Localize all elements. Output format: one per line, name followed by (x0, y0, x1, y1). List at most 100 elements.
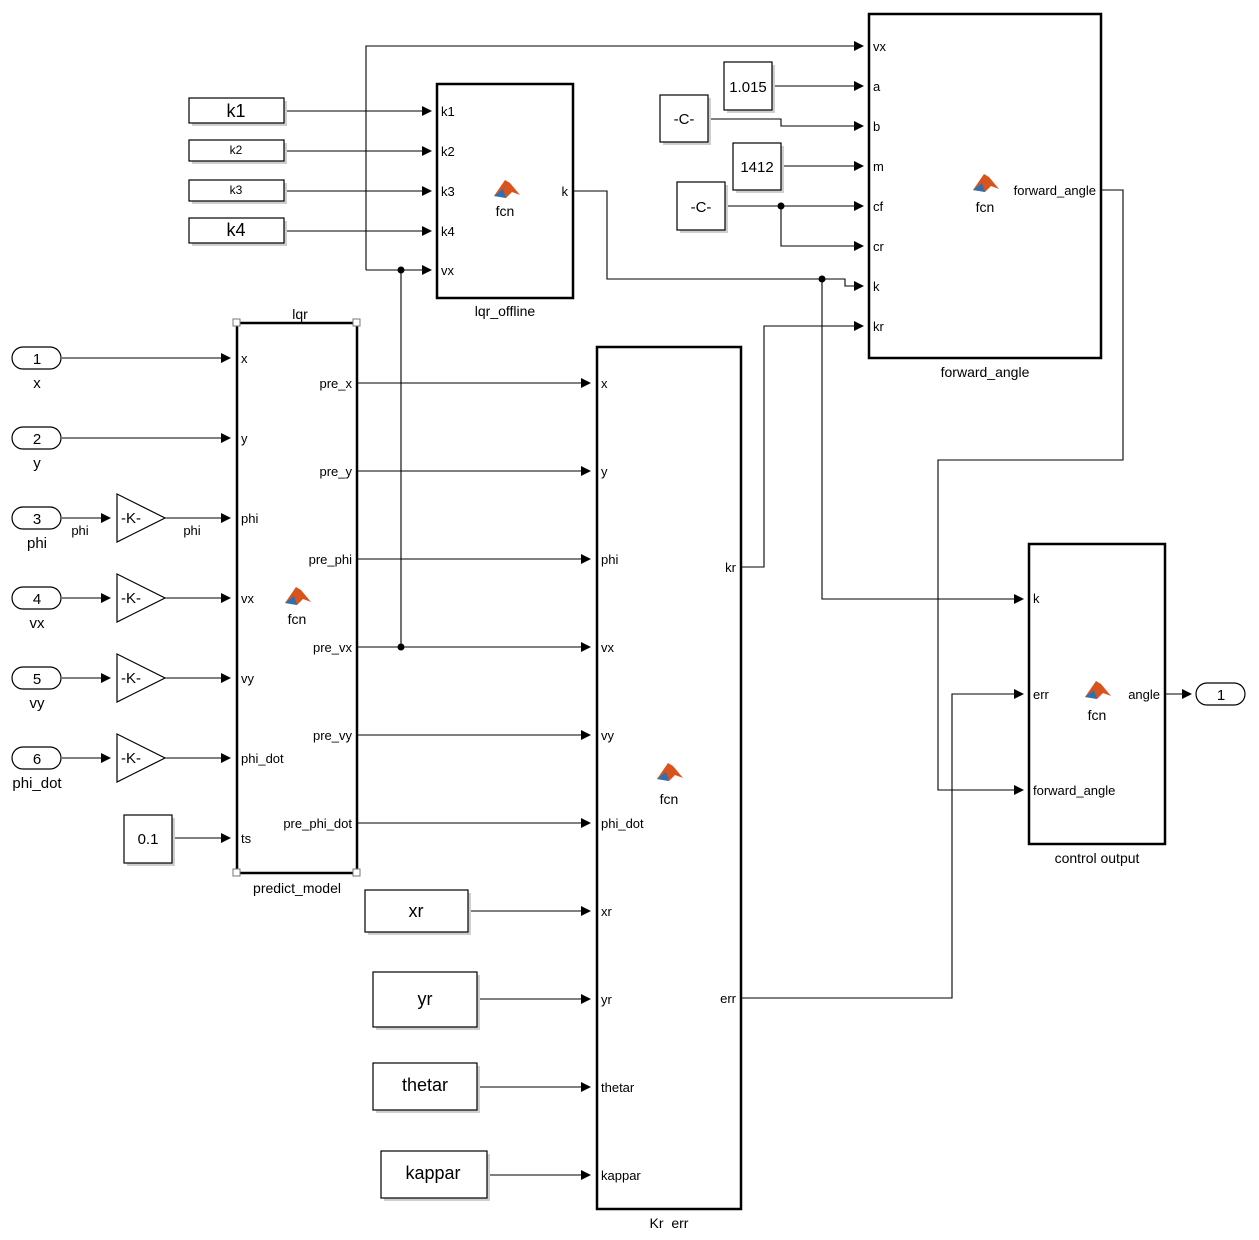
inport-3[interactable]: 3 phi (11, 506, 62, 552)
kr-err-in-x: x (601, 376, 608, 391)
predict-model-in-y: y (241, 431, 248, 446)
kr-err-in-phi: phi (601, 552, 618, 567)
forward-angle-out: forward_angle (1014, 183, 1096, 198)
lqr-offline-in-k2: k2 (441, 144, 455, 159)
inport-5-number: 5 (33, 671, 41, 688)
forward-angle-in-b: b (873, 119, 880, 134)
constant-m[interactable]: 1412 (732, 142, 784, 193)
tag-k3[interactable]: k3 (188, 179, 287, 204)
control-output-in-err: err (1033, 687, 1050, 702)
resize-handle[interactable] (352, 868, 361, 877)
kr-err-in-phi-dot: phi_dot (601, 816, 644, 831)
control-output-fcn: fcn (1088, 707, 1107, 723)
block-lqr-offline[interactable]: k1 k2 k3 k4 vx k fcn lqr_offline (435, 82, 575, 319)
inport-2[interactable]: 2 y (11, 426, 62, 472)
lqr-offline-in-vx: vx (441, 263, 455, 278)
outport-1-number: 1 (1217, 687, 1225, 704)
gain-phi-dot-label: -K- (121, 750, 141, 767)
matlab-icon (285, 587, 311, 605)
predict-model-out-pre-vx: pre_vx (313, 640, 353, 655)
lqr-offline-name: lqr_offline (475, 303, 536, 319)
matlab-icon (973, 174, 999, 192)
predict-model-out-pre-vy: pre_vy (313, 728, 353, 743)
tag-k3-label: k3 (230, 183, 243, 197)
kr-err-in-vx: vx (601, 640, 615, 655)
constant-b[interactable]: -C- (659, 94, 711, 145)
gain-phi[interactable]: -K- (116, 493, 167, 543)
tag-k4[interactable]: k4 (188, 217, 287, 246)
constant-a-value: 1.015 (729, 79, 767, 96)
control-output-in-forward-angle: forward_angle (1033, 783, 1115, 798)
predict-model-out-pre-phi: pre_phi (309, 552, 352, 567)
tag-thetar-label: thetar (402, 1075, 448, 1095)
predict-model-in-vy: vy (241, 671, 255, 686)
forward-angle-name: forward_angle (941, 364, 1030, 380)
lqr-offline-in-k3: k3 (441, 184, 455, 199)
block-control-output[interactable]: k err forward_angle angle fcn control ou… (1027, 542, 1167, 866)
resize-handle[interactable] (232, 318, 241, 327)
tag-k2[interactable]: k2 (188, 139, 287, 164)
tag-yr[interactable]: yr (372, 971, 480, 1030)
forward-angle-in-m: m (873, 159, 884, 174)
tag-yr-label: yr (418, 989, 433, 1009)
inport-3-number: 3 (33, 511, 41, 528)
gain-vx[interactable]: -K- (116, 573, 167, 623)
inport-1[interactable]: 1 x (11, 346, 62, 392)
constant-cf-value: -C- (691, 199, 712, 216)
signal-label-phi-in: phi (71, 523, 88, 538)
inport-6-name: phi_dot (12, 775, 62, 792)
gain-vx-label: -K- (121, 590, 141, 607)
inport-2-name: y (33, 455, 41, 472)
kr-err-out-err: err (720, 991, 737, 1006)
kr-err-in-yr: yr (601, 992, 613, 1007)
inport-4[interactable]: 4 vx (11, 586, 62, 632)
tag-k4-label: k4 (226, 220, 245, 240)
signal-lines (62, 41, 1192, 1180)
gain-phi-dot[interactable]: -K- (116, 733, 167, 783)
predict-model-in-ts: ts (241, 831, 252, 846)
inport-4-number: 4 (33, 591, 41, 608)
inport-6[interactable]: 6 phi_dot (11, 746, 62, 792)
signal-label-phi-out: phi (183, 523, 200, 538)
forward-angle-in-k: k (873, 279, 880, 294)
gain-vy[interactable]: -K- (116, 653, 167, 703)
kr-err-out-kr: kr (725, 560, 737, 575)
inport-5[interactable]: 5 vy (11, 666, 62, 712)
tag-xr-label: xr (409, 901, 424, 921)
control-output-in-k: k (1033, 591, 1040, 606)
predict-model-fcn: fcn (288, 611, 307, 627)
block-forward-angle[interactable]: vx a b m cf cr k kr forward_angle fcn fo… (867, 12, 1103, 380)
outport-1[interactable]: 1 (1195, 682, 1246, 706)
matlab-icon (1085, 681, 1111, 699)
inport-3-name: phi (27, 535, 47, 552)
kr-err-in-xr: xr (601, 904, 613, 919)
forward-angle-in-cr: cr (873, 239, 885, 254)
resize-handle[interactable] (232, 868, 241, 877)
forward-angle-fcn: fcn (976, 199, 995, 215)
forward-angle-in-kr: kr (873, 319, 885, 334)
forward-angle-in-vx: vx (873, 39, 887, 54)
tag-k1-label: k1 (226, 101, 245, 121)
gain-vy-label: -K- (121, 670, 141, 687)
tag-xr[interactable]: xr (364, 889, 471, 935)
block-kr-err[interactable]: x y phi vx vy phi_dot xr yr thetar kappa… (595, 345, 743, 1231)
tag-kappar[interactable]: kappar (380, 1150, 490, 1201)
kr-err-in-kappar: kappar (601, 1168, 641, 1183)
constant-ts[interactable]: 0.1 (123, 814, 175, 866)
tag-k2-label: k2 (230, 143, 243, 157)
resize-handle[interactable] (352, 318, 361, 327)
predict-model-out-pre-y: pre_y (319, 464, 352, 479)
kr-err-in-thetar: thetar (601, 1080, 635, 1095)
matlab-icon (494, 180, 520, 198)
control-output-out-angle: angle (1128, 687, 1160, 702)
constant-ts-value: 0.1 (138, 831, 159, 848)
kr-err-name: Kr err (650, 1215, 689, 1231)
constant-a[interactable]: 1.015 (723, 61, 775, 113)
gain-phi-label: -K- (121, 510, 141, 527)
inport-5-name: vy (30, 695, 46, 712)
tag-thetar[interactable]: thetar (372, 1062, 480, 1113)
block-predict-model[interactable]: lqr x y phi vx vy phi_dot ts pre_x pre_y… (232, 306, 361, 896)
tag-k1[interactable]: k1 (188, 97, 287, 126)
constant-cf[interactable]: -C- (676, 181, 728, 233)
